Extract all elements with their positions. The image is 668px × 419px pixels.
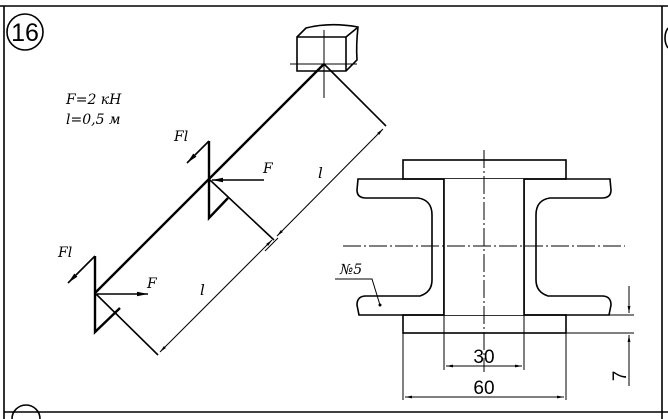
profile-leader bbox=[335, 278, 381, 306]
upper-length-label: l bbox=[318, 164, 323, 182]
problem-number: 16 bbox=[11, 19, 39, 47]
problem-number-circle bbox=[6, 13, 44, 51]
length-dimensions: l l bbox=[159, 128, 384, 353]
cross-section: №5 bbox=[335, 150, 625, 372]
profile-label: №5 bbox=[339, 262, 362, 278]
right-channel bbox=[523, 178, 612, 316]
lower-moment-arrow bbox=[67, 255, 96, 284]
upper-moment-symbol bbox=[207, 141, 229, 222]
sheet-frame bbox=[0, 5, 668, 419]
outer-width-label: 60 bbox=[473, 378, 494, 399]
lower-moment-symbol bbox=[93, 256, 121, 335]
thickness-label: 7 bbox=[610, 371, 631, 382]
next-problem-circle bbox=[11, 404, 41, 419]
beam-segment bbox=[94, 90, 298, 294]
lower-load-point: Fl F bbox=[57, 245, 158, 335]
section-dimensions: 30 60 7 bbox=[402, 286, 634, 400]
upper-moment-label: Fl bbox=[173, 129, 188, 145]
given-length: l=0,5 м bbox=[66, 112, 121, 128]
lower-moment-label: Fl bbox=[57, 245, 72, 261]
inner-width-label: 30 bbox=[473, 347, 494, 368]
upper-moment-arrow bbox=[186, 140, 210, 164]
given-force: F=2 кН bbox=[65, 92, 122, 108]
left-channel bbox=[356, 178, 445, 316]
adjacent-problem-circle bbox=[664, 27, 668, 49]
upper-length-dimension bbox=[276, 128, 384, 237]
problem-number-badge: 16 bbox=[6, 13, 44, 51]
upper-force-label: F bbox=[262, 161, 274, 177]
lower-length-label: l bbox=[200, 281, 205, 299]
lower-length-dimension bbox=[159, 239, 273, 353]
upper-load-point: Fl F bbox=[173, 129, 274, 222]
lower-force-label: F bbox=[146, 276, 158, 292]
beam bbox=[94, 63, 387, 356]
